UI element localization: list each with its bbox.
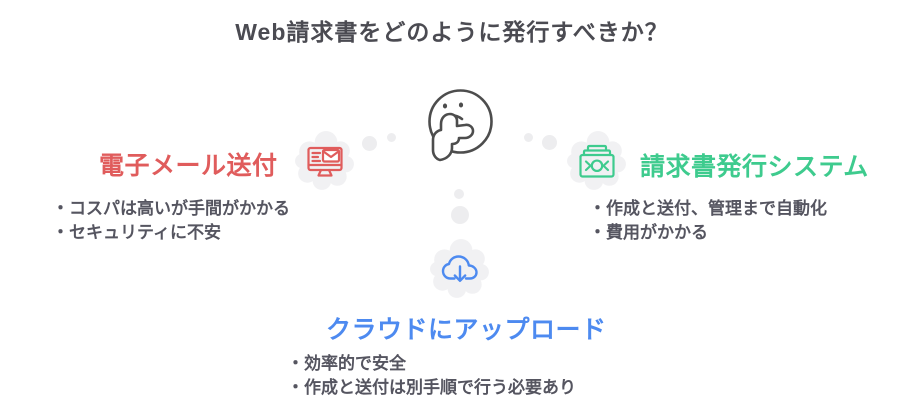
thought-dot (454, 189, 464, 199)
thought-bubble-system (566, 130, 628, 192)
thought-dot (362, 136, 377, 151)
list-item: ・作成と送付、管理まで自動化 (589, 199, 827, 218)
list-item: ・セキュリティに不安 (52, 222, 221, 242)
list-item: ・コスパは高いが手間がかかる (52, 199, 290, 218)
list-item: ・費用がかかる (589, 222, 708, 242)
option-cloud-points: ・効率的で安全 ・作成と送付は別手順で行う必要あり (287, 352, 576, 399)
thought-bubble-cloud (429, 238, 491, 300)
thought-dot (524, 133, 533, 142)
option-cloud-label: クラウドにアップロード (326, 316, 607, 344)
option-system-label: 請求書発行システム (640, 153, 869, 181)
thought-dot (451, 206, 469, 224)
option-email-points: ・コスパは高いが手間がかかる ・セキュリティに不安 (52, 197, 290, 244)
monitor-email-icon (307, 146, 343, 177)
option-email-label: 電子メール送付 (99, 152, 278, 180)
banknotes-icon (579, 144, 615, 178)
thinking-face-icon (428, 89, 493, 162)
list-item: ・作成と送付は別手順で行う必要あり (287, 377, 576, 397)
thought-dot (387, 133, 396, 142)
thought-dot (542, 135, 557, 150)
list-item: ・効率的で安全 (287, 354, 406, 373)
option-system-points: ・作成と送付、管理まで自動化 ・費用がかかる (589, 197, 827, 244)
thought-bubble-email (294, 130, 356, 192)
page-title: Web請求書をどのように発行すべきか？ (235, 19, 669, 45)
cloud-upload-icon (441, 255, 478, 282)
